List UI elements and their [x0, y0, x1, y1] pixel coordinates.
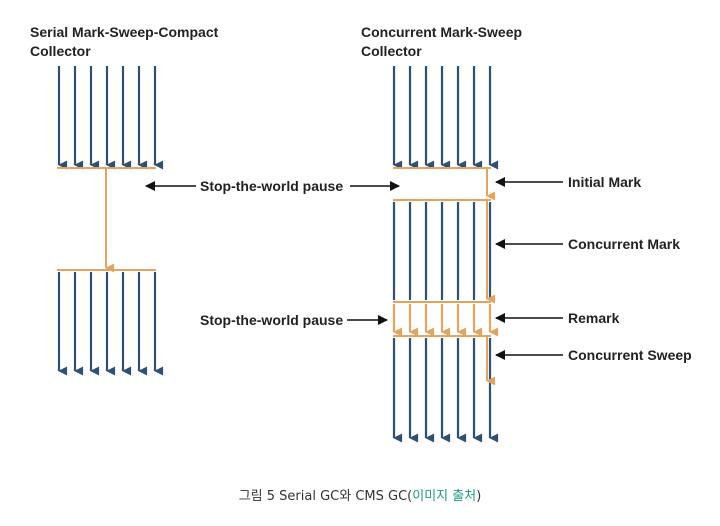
cms-app-threads-before-initial-mark [392, 66, 499, 170]
pause-label-bottom: Stop-the-world pause [200, 312, 343, 328]
cms-app-threads-during-concurrent-mark [392, 202, 492, 300]
cms-app-threads-during-remark [392, 304, 499, 337]
cms-app-threads-during-concurrent-sweep [392, 338, 499, 443]
caption-prefix: 그림 5 Serial GC와 CMS GC( [238, 489, 413, 504]
serial-app-threads-before-gc [57, 66, 164, 170]
serial-app-threads-after-gc [57, 272, 164, 376]
gc-comparison-diagram: Serial Mark-Sweep-Compact Collector Conc… [30, 24, 692, 443]
concurrent-collector-title-line2: Collector [361, 43, 422, 59]
serial-collector-title-line1: Serial Mark-Sweep-Compact [30, 24, 219, 40]
phase-label-concurrent-mark: Concurrent Mark [568, 236, 680, 252]
serial-collector-title-line2: Collector [30, 43, 91, 59]
phase-label-concurrent-sweep: Concurrent Sweep [568, 347, 692, 363]
image-source-link[interactable]: 이미지 출처 [412, 489, 477, 504]
concurrent-collector-title-line1: Concurrent Mark-Sweep [361, 24, 522, 40]
phase-label-initial-mark: Initial Mark [568, 174, 641, 190]
figure-caption: 그림 5 Serial GC와 CMS GC(이미지 출처) [0, 485, 720, 504]
phase-label-remark: Remark [568, 310, 620, 326]
caption-suffix: ) [476, 489, 482, 504]
pause-label-top: Stop-the-world pause [200, 178, 343, 194]
